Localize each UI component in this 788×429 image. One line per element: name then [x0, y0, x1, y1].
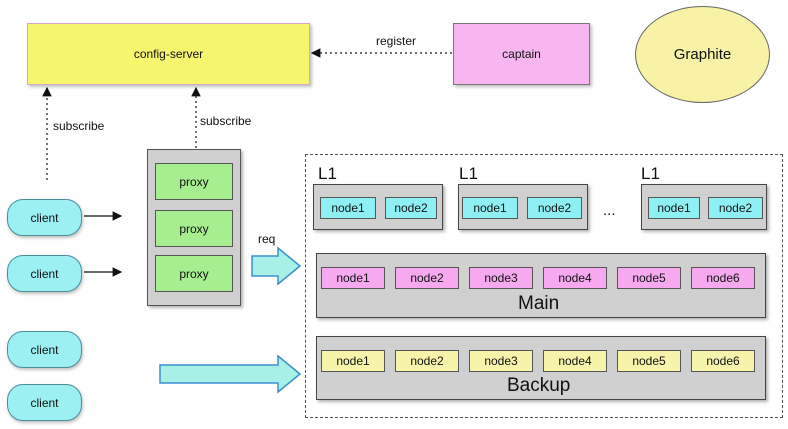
node-label: node2: [537, 201, 572, 215]
l1-node: node1: [648, 197, 700, 219]
backup-label: Backup: [507, 375, 571, 396]
main-node: node5: [617, 267, 681, 289]
captain-box: captain: [453, 23, 590, 85]
l1-label: L1: [641, 164, 660, 183]
node-label: node2: [410, 354, 444, 368]
config-server-box: config-server: [27, 23, 310, 85]
node-label: node4: [558, 354, 592, 368]
subscribe-label-right: subscribe: [200, 114, 252, 128]
backup-block-arrow: [159, 354, 302, 394]
req-label: req: [258, 232, 276, 246]
proxy-node: proxy: [155, 255, 233, 292]
node-label: node5: [632, 354, 666, 368]
client-label: client: [30, 266, 59, 281]
backup-node: node4: [543, 350, 607, 372]
main-node: node2: [395, 267, 459, 289]
proxy-label: proxy: [179, 221, 209, 236]
node-label: node5: [632, 271, 666, 285]
proxy-node: proxy: [155, 163, 233, 200]
node-label: node6: [706, 271, 740, 285]
client-label: client: [30, 342, 59, 357]
proxy-label: proxy: [179, 266, 209, 281]
l1-node: node2: [527, 197, 582, 219]
config-server-label: config-server: [133, 47, 204, 61]
backup-node: node2: [395, 350, 459, 372]
main-node: node3: [469, 267, 533, 289]
node-label: node6: [706, 354, 740, 368]
node-label: node1: [336, 354, 370, 368]
subscribe-label-left: subscribe: [53, 119, 105, 133]
l1-node: node1: [320, 197, 376, 219]
node-label: node3: [484, 354, 518, 368]
node-label: node1: [336, 271, 370, 285]
client-node: client: [7, 331, 82, 368]
client-label: client: [30, 395, 59, 410]
client-node: client: [7, 384, 82, 421]
l1-label: L1: [459, 164, 478, 183]
node-label: node2: [410, 271, 444, 285]
l1-label: L1: [318, 164, 337, 183]
backup-node: node3: [469, 350, 533, 372]
graphite-label: Graphite: [673, 46, 732, 63]
client-label: client: [30, 210, 59, 225]
node-label: node2: [394, 201, 428, 215]
register-label: register: [376, 34, 417, 48]
backup-node: node5: [617, 350, 681, 372]
main-label: Main: [518, 293, 560, 314]
client-node: client: [7, 199, 82, 236]
main-node: node4: [543, 267, 607, 289]
backup-node: node6: [691, 350, 755, 372]
captain-label: captain: [502, 47, 541, 61]
node-label: node3: [484, 271, 518, 285]
proxy-node: proxy: [155, 210, 233, 247]
node-label: node1: [331, 201, 365, 215]
node-label: node1: [657, 201, 691, 215]
l1-node: node2: [385, 197, 437, 219]
node-label: node2: [718, 201, 753, 215]
ellipsis: ...: [603, 202, 616, 219]
node-label: node1: [473, 201, 507, 215]
node-label: node4: [558, 271, 592, 285]
backup-node: node1: [321, 350, 385, 372]
graphite-node: Graphite: [635, 6, 770, 103]
l1-node: node2: [708, 197, 763, 219]
req-block-arrow: [251, 246, 302, 286]
cluster-boundary: [305, 154, 783, 418]
client-node: client: [7, 255, 82, 292]
main-node: node6: [691, 267, 755, 289]
l1-node: node1: [462, 197, 518, 219]
main-node: node1: [321, 267, 385, 289]
proxy-label: proxy: [179, 174, 209, 189]
